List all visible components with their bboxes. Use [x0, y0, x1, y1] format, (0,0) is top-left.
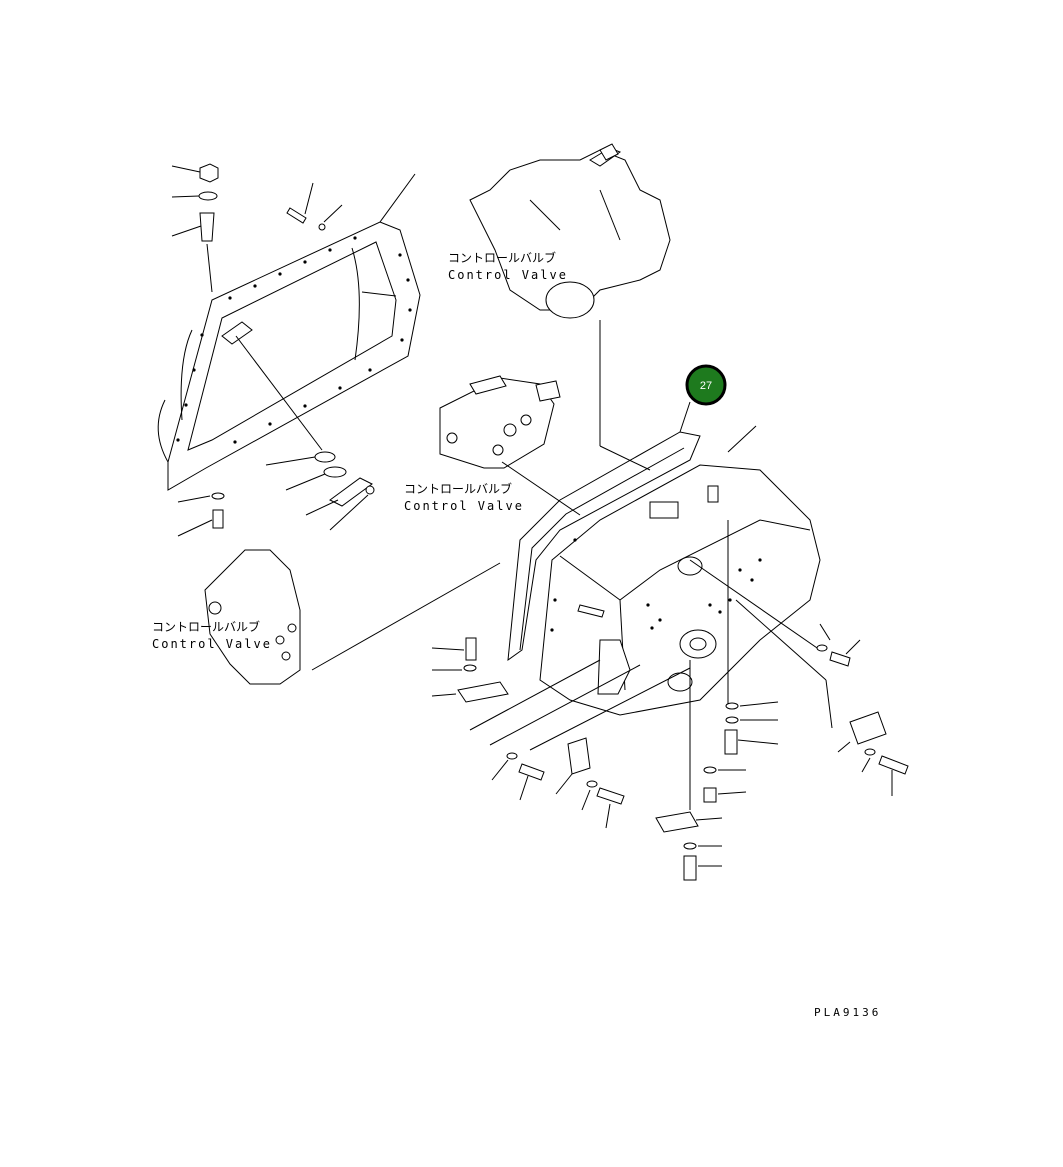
- callout-badge-number: 27: [700, 380, 712, 392]
- upper-left-cover-assembly: [157, 163, 421, 537]
- label-valve-top-jp: コントロールバルブ: [448, 250, 556, 265]
- label-valve-middle-en: Control Valve: [404, 499, 524, 513]
- left-control-valve: [204, 549, 501, 685]
- callout-badge[interactable]: 27: [685, 364, 727, 406]
- label-valve-left-en: Control Valve: [152, 637, 272, 651]
- label-valve-left: コントロールバルブ Control Valve: [152, 619, 272, 651]
- label-valve-middle: コントロールバルブ Control Valve: [404, 481, 524, 513]
- label-valve-middle-jp: コントロールバルブ: [404, 481, 512, 496]
- lower-hardware: [431, 637, 723, 881]
- drawing-code: PLA9136: [814, 1006, 881, 1019]
- label-valve-top: コントロールバルブ Control Valve: [448, 250, 568, 282]
- label-valve-left-jp: コントロールバルブ: [152, 619, 260, 634]
- middle-control-valve: [439, 375, 581, 516]
- top-control-valve: [469, 143, 671, 471]
- label-valve-top-en: Control Valve: [448, 268, 568, 282]
- transmission-case: [469, 401, 833, 810]
- right-hardware: [703, 623, 909, 803]
- callout-badge-circle: [685, 364, 727, 406]
